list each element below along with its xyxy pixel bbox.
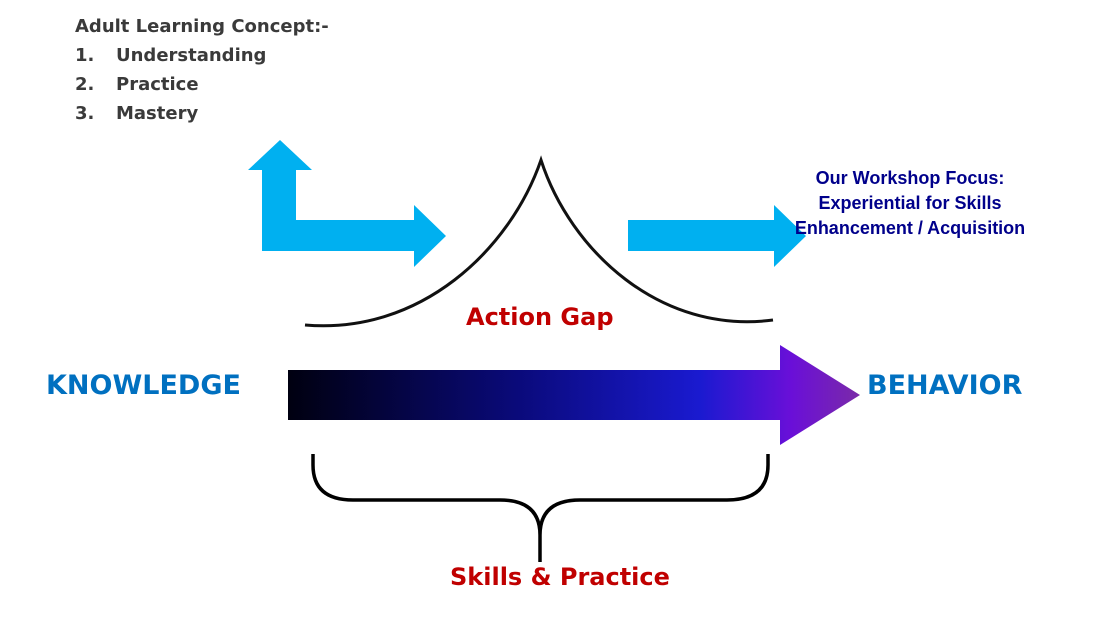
- workshop-focus-text: Our Workshop Focus: Experiential for Ski…: [794, 168, 1026, 238]
- concept-title: Adult Learning Concept:-: [75, 16, 329, 37]
- adult-learning-concept: Adult Learning Concept:- 1. Understanding…: [75, 12, 329, 128]
- concept-item-label: Mastery: [116, 103, 199, 124]
- concept-item-number: 1.: [75, 45, 95, 66]
- behavior-label: BEHAVIOR: [867, 370, 1023, 401]
- concept-item: 2. Practice: [75, 70, 329, 99]
- action-gap-curve: [304, 155, 774, 328]
- knowledge-behavior-arrow: [288, 345, 860, 445]
- right-arrow-icon: [628, 205, 806, 267]
- bent-arrow-icon: [248, 140, 446, 267]
- concept-item-label: Understanding: [116, 45, 267, 66]
- concept-item: 1. Understanding: [75, 41, 329, 70]
- concept-item-number: 2.: [75, 74, 95, 95]
- concept-item-label: Practice: [116, 74, 199, 95]
- action-gap-label: Action Gap: [466, 303, 614, 331]
- skills-brace: [311, 454, 770, 562]
- skills-practice-label: Skills & Practice: [450, 563, 670, 591]
- concept-item-number: 3.: [75, 103, 95, 124]
- knowledge-label: KNOWLEDGE: [46, 370, 241, 401]
- concept-item: 3. Mastery: [75, 99, 329, 128]
